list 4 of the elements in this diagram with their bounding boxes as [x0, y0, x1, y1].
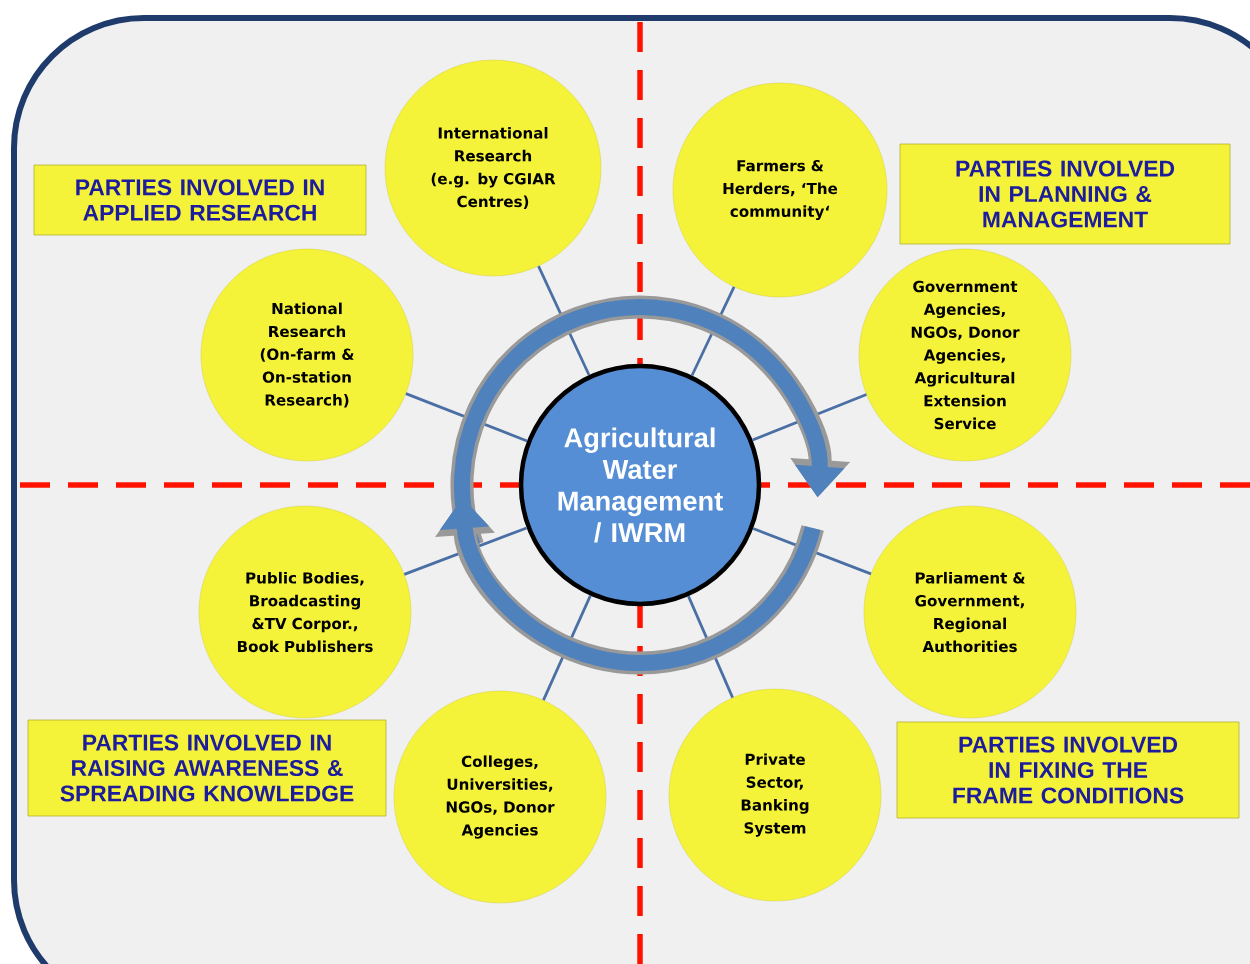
label-box: PARTIES INVOLVED IN FIXING THE FRAME CONDITIONS	[896, 721, 1240, 819]
label-box: PARTIES INVOLVED IN APPLIED RESEARCH	[33, 164, 367, 236]
label-box: PARTIES INVOLVED IN RAISING AWARENESS & SPREADING KNOWLEDGE	[27, 719, 387, 817]
label-box: PARTIES INVOLVED IN PLANNING & MANAGEMENT	[899, 143, 1231, 245]
